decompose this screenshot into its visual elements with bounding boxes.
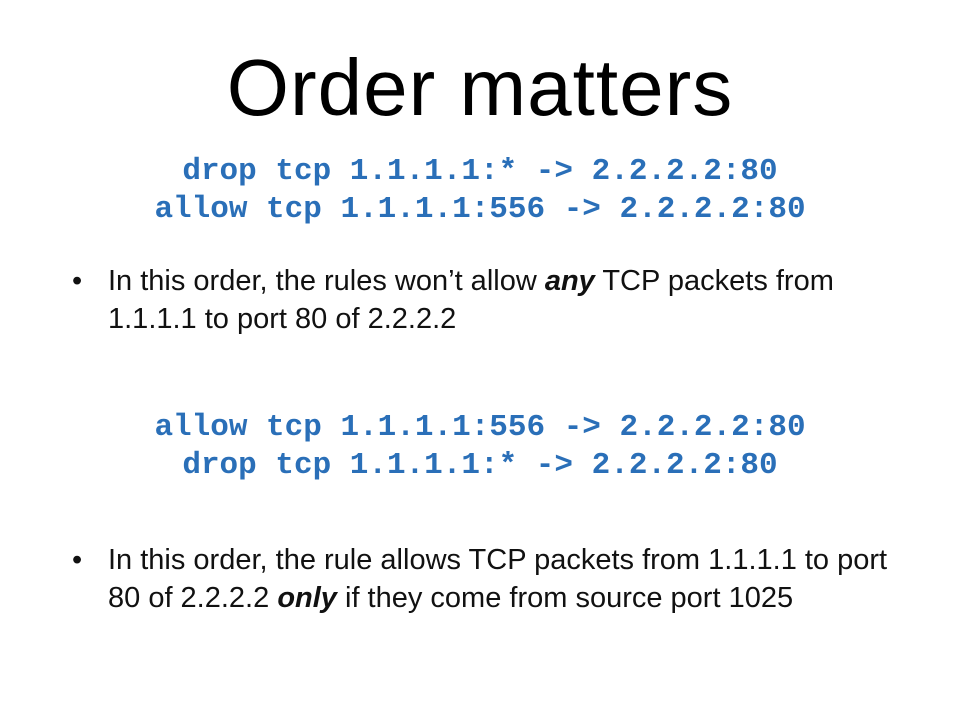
code-block-rules-second: allow tcp 1.1.1.1:556 -> 2.2.2.2:80 drop…: [0, 409, 960, 485]
bullet-text: In this order, the rule allows TCP packe…: [108, 541, 892, 617]
bullet-emphasis: only: [277, 582, 337, 614]
bullet-point: • In this order, the rules won’t allow a…: [72, 262, 892, 338]
code-line: drop tcp 1.1.1.1:* -> 2.2.2.2:80: [182, 448, 778, 483]
code-line: allow tcp 1.1.1.1:556 -> 2.2.2.2:80: [154, 192, 806, 227]
bullet-text-after: TCP packets from 1.1.1.1 to port 80 of 2…: [108, 265, 834, 335]
slide-title: Order matters: [226, 43, 734, 132]
code-block-rules-first: drop tcp 1.1.1.1:* -> 2.2.2.2:80 allow t…: [0, 153, 960, 229]
bullet-marker: •: [72, 544, 83, 576]
bullet-text-before: In this order, the rule allows TCP packe…: [108, 544, 888, 614]
code-line: drop tcp 1.1.1.1:* -> 2.2.2.2:80: [182, 154, 778, 189]
bullet-marker: •: [72, 265, 83, 297]
bullet-text-after: if they come from source port 1025: [336, 582, 794, 614]
bullet-emphasis: any: [544, 265, 595, 297]
bullet-text-before: In this order, the rules won’t allow: [108, 265, 545, 297]
bullet-point: • In this order, the rule allows TCP pac…: [72, 541, 892, 617]
code-line: allow tcp 1.1.1.1:556 -> 2.2.2.2:80: [154, 410, 806, 445]
bullet-text: In this order, the rules won’t allow any…: [108, 262, 892, 338]
